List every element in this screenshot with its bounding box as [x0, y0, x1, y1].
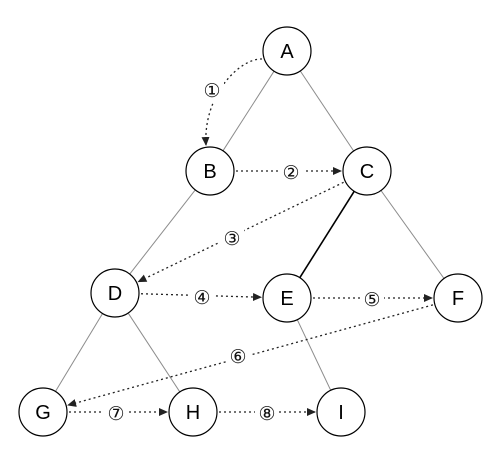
node-c: C — [342, 146, 392, 196]
node-label: I — [338, 402, 344, 424]
node-circle — [185, 146, 235, 196]
node-a: A — [262, 26, 312, 76]
step-label-background — [360, 287, 384, 311]
edge-c-f — [380, 190, 445, 279]
edge-b-d — [129, 189, 196, 275]
edge-d-h — [127, 312, 181, 393]
traversal-arrow-1 — [201, 58, 263, 146]
tree-edges — [54, 70, 445, 393]
step-label-4: ④ — [193, 287, 210, 309]
node-circle — [316, 387, 366, 437]
edge-c-e — [299, 190, 355, 279]
step-label-background — [104, 401, 128, 425]
node-label: H — [186, 402, 200, 424]
step-label-2: ② — [282, 162, 299, 184]
step-label-background — [200, 78, 224, 102]
node-label: C — [360, 161, 374, 183]
node-circle — [18, 387, 68, 437]
edge-a-c — [299, 70, 355, 152]
node-g: G — [18, 387, 68, 437]
step-label-1: ① — [203, 80, 220, 102]
node-circle — [342, 146, 392, 196]
node-label: D — [108, 283, 122, 305]
traversal-arrows: ① ② ③ ④ ⑤ ⑥ ⑦ ⑧ — [67, 58, 434, 425]
edge-d-g — [54, 313, 104, 392]
node-d: D — [90, 268, 140, 318]
node-label: G — [35, 402, 51, 424]
edge-e-i — [296, 319, 332, 391]
traversal-arrow-6 — [67, 304, 434, 407]
step-label-background — [190, 285, 214, 309]
node-b: B — [185, 146, 235, 196]
step-label-background — [220, 226, 244, 250]
node-circle — [168, 387, 218, 437]
step-label-6: ⑥ — [229, 346, 246, 368]
node-label: E — [280, 288, 293, 310]
node-circle — [433, 273, 483, 323]
step-label-background — [279, 160, 303, 184]
step-label-7: ⑦ — [107, 403, 124, 425]
node-label: A — [280, 41, 294, 63]
node-e: E — [262, 273, 312, 323]
step-label-3: ③ — [223, 228, 240, 250]
step-label-5: ⑤ — [363, 289, 380, 311]
node-label: F — [452, 288, 464, 310]
node-h: H — [168, 387, 218, 437]
step-label-background — [255, 401, 279, 425]
step-label-background — [226, 344, 250, 368]
node-f: F — [433, 273, 483, 323]
node-circle — [90, 268, 140, 318]
node-circle — [262, 26, 312, 76]
step-label-8: ⑧ — [258, 403, 275, 425]
node-label: B — [203, 161, 216, 183]
edge-a-b — [222, 70, 275, 152]
tree-nodes: A B C D E F G H I — [18, 26, 483, 437]
node-circle — [262, 273, 312, 323]
node-i: I — [316, 387, 366, 437]
